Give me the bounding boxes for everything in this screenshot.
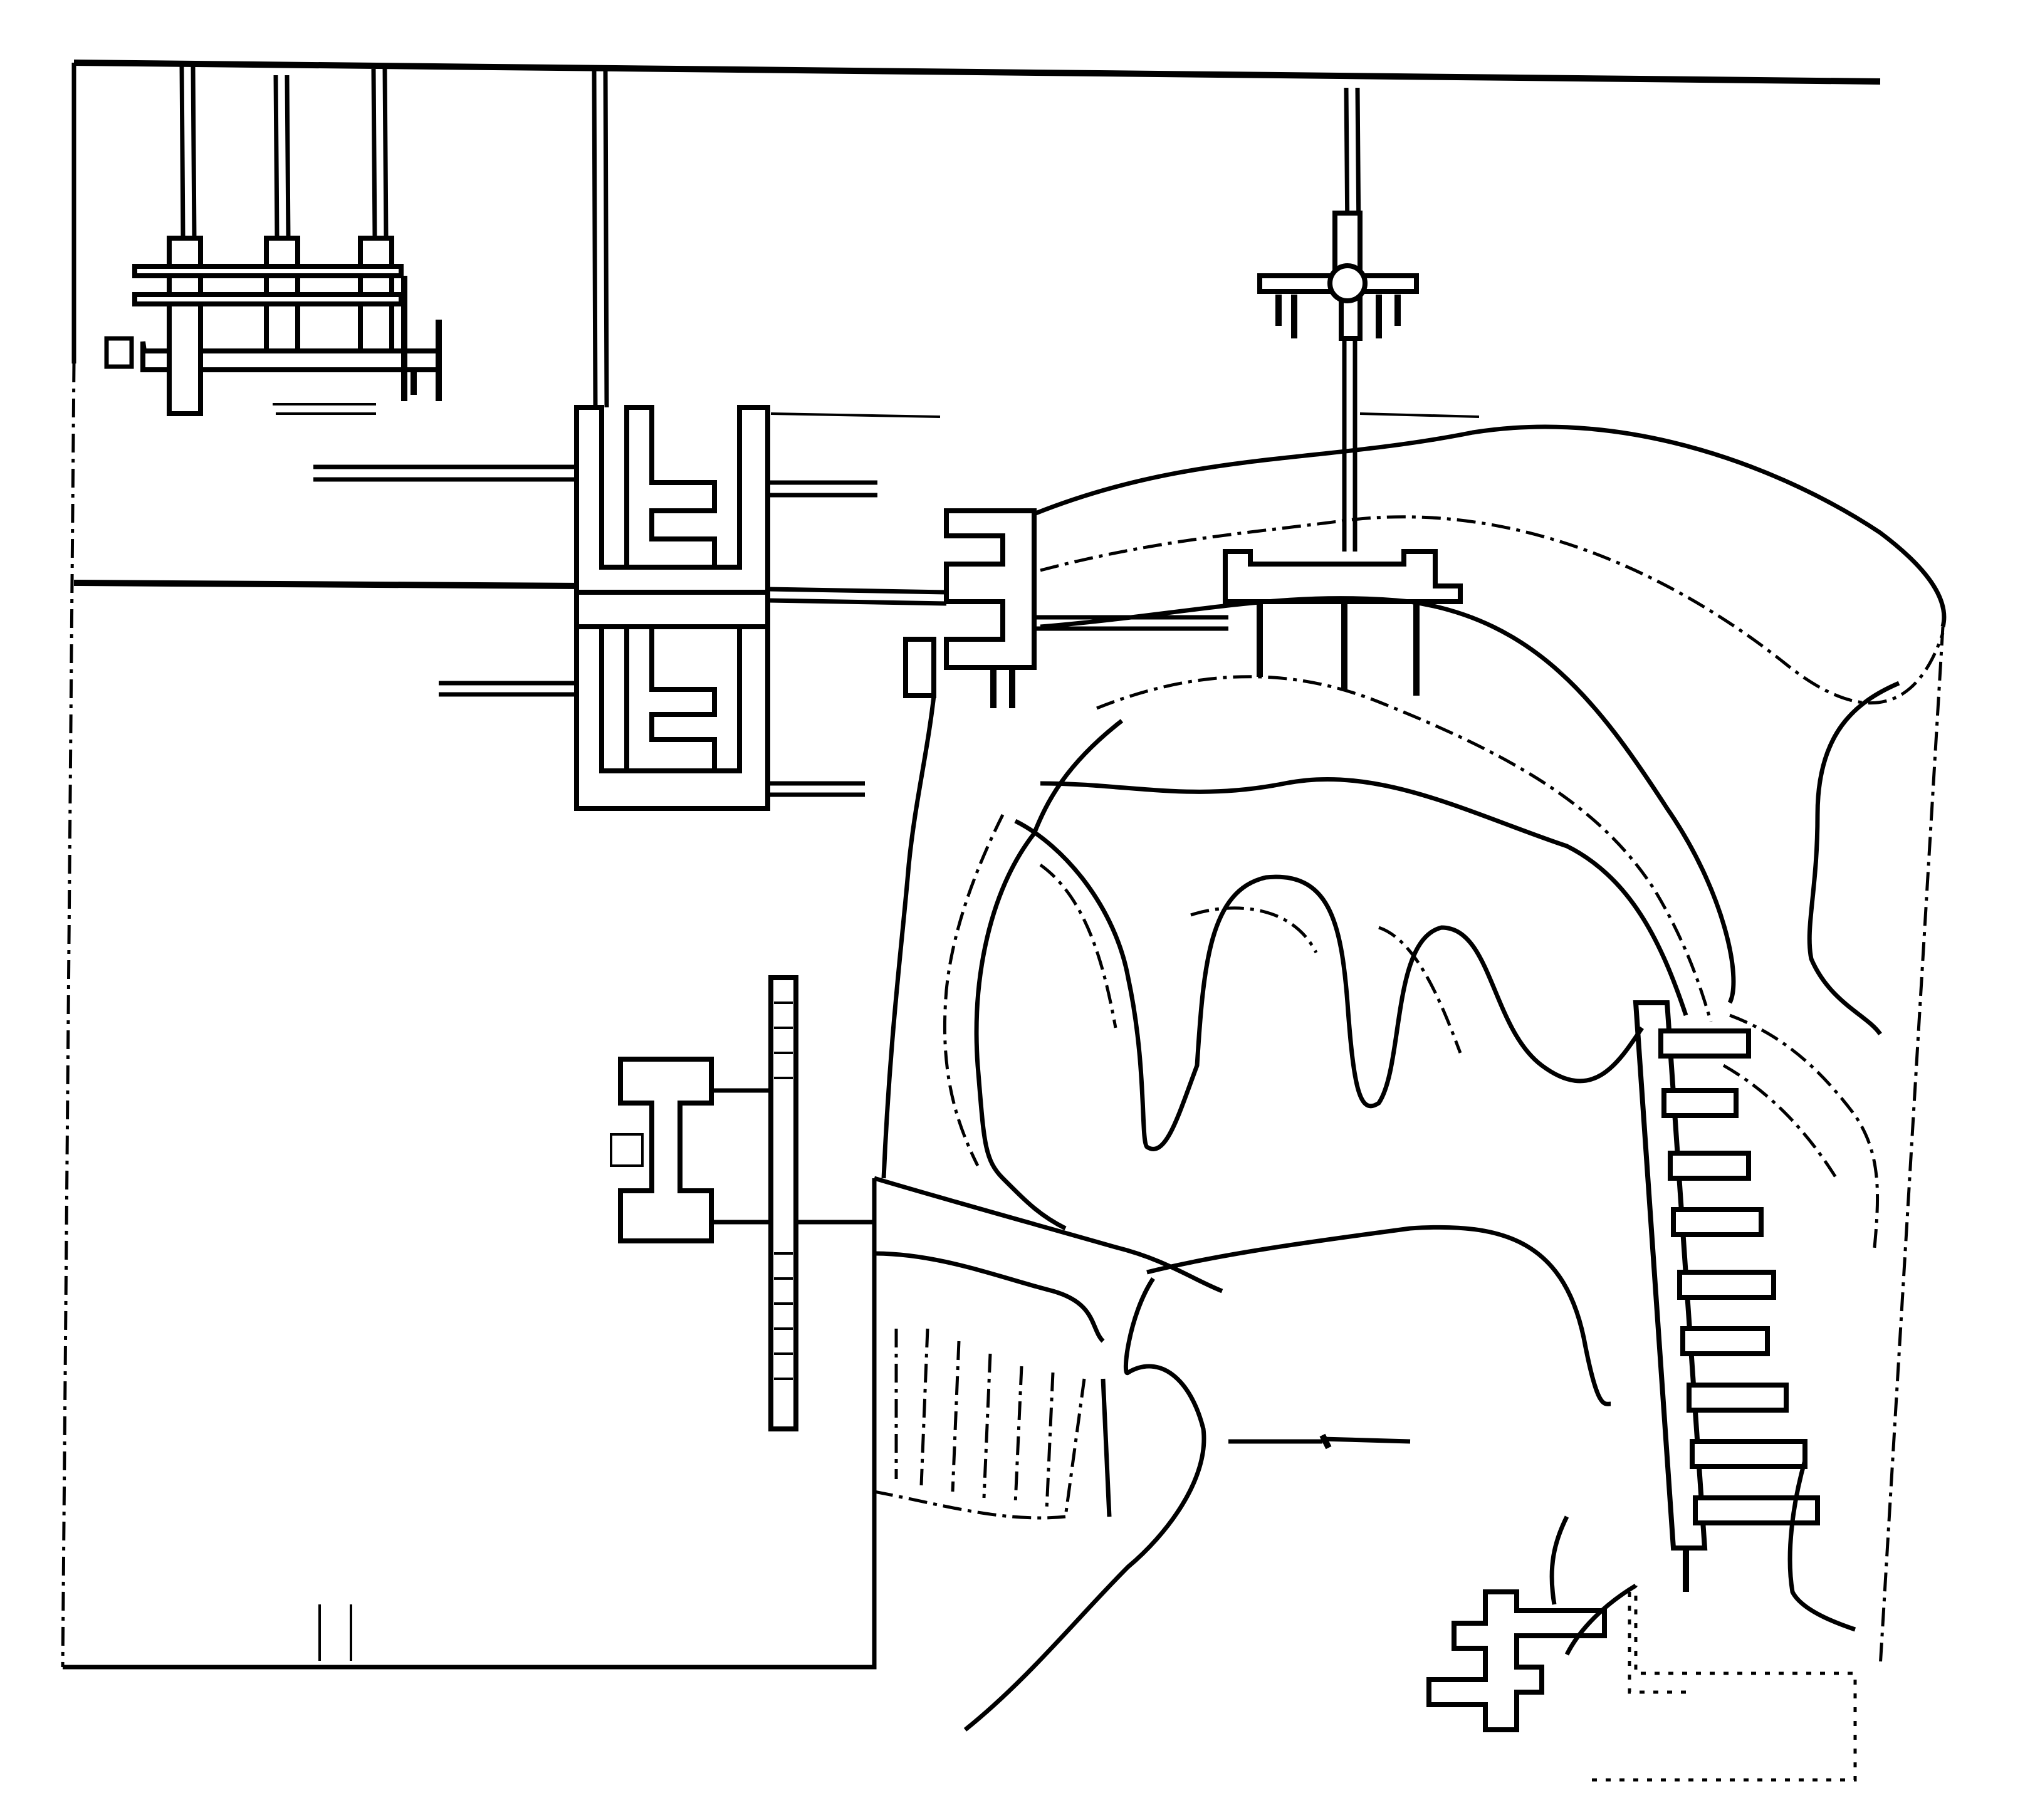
building-w-bar-ticks: [774, 1002, 793, 1380]
building-se-cross: [1426, 1589, 1607, 1732]
road-east-lower: [768, 781, 865, 797]
road-3: [371, 68, 389, 239]
building-group-southeast: [1426, 1589, 1607, 1732]
contour-east-3: [1787, 1460, 1856, 1632]
building-w-links: [711, 1088, 777, 1225]
building-group-east: [1633, 1000, 1820, 1592]
valley-floor-3: [1146, 1225, 1611, 1406]
building-e-rungs: [1658, 1028, 1820, 1525]
terraced-field: [874, 1328, 1086, 1520]
building-c-lower-frame: [574, 624, 770, 811]
boundary-left-lower: [61, 363, 76, 1668]
building-c-connector: [574, 590, 770, 629]
contour-hill-4: [1096, 675, 1713, 1022]
contour-valley-2: [1039, 863, 1462, 1054]
road-4: [592, 68, 609, 408]
building-stream-main: [944, 508, 1037, 670]
contour-east-2: [1722, 1013, 1880, 1254]
building-nw-wing-1: [167, 236, 203, 416]
contour-east-1: [1807, 681, 1900, 1036]
building-ne-legs: [1275, 295, 1401, 338]
valley-floor-2: [874, 1251, 1105, 1343]
building-ne-hub: [1327, 263, 1368, 303]
road-link: [767, 587, 947, 606]
contour-ridge-2: [1040, 515, 1945, 705]
road-1: [179, 65, 197, 239]
contour-hill-5: [1040, 777, 1688, 1017]
building-ne-stem: [1342, 338, 1358, 552]
boundary-top: [73, 60, 1881, 85]
building-w-stair: [610, 1133, 644, 1167]
building-nw-annex: [104, 336, 134, 369]
site-boundary: [61, 60, 1945, 1782]
valley-floor-1: [874, 1176, 1223, 1294]
contour-hill-3: [1040, 596, 1736, 1004]
contour-valley-1: [1014, 818, 1644, 1151]
road-east-upper: [768, 480, 877, 498]
building-group-stream: [903, 508, 1037, 708]
building-nw-posts: [401, 276, 442, 401]
boundary-cross-line: [73, 580, 583, 589]
building-stream-piers: [990, 667, 1015, 708]
road-west-upper: [313, 464, 583, 482]
boundary-right: [1878, 626, 1945, 1668]
survey-line: [1628, 1592, 1692, 1694]
access-roads: [179, 65, 1480, 797]
stream-main: [881, 695, 936, 1179]
building-group-west: [610, 975, 874, 1431]
building-stream-annex: [903, 637, 936, 698]
building-group-northeast: [1223, 211, 1463, 696]
building-w-h-block: [618, 1057, 714, 1243]
gate-marks: [318, 1604, 352, 1661]
stream-bank-west: [943, 813, 1005, 1167]
building-group-central: [574, 405, 770, 811]
river-outline: [963, 1277, 1206, 1732]
building-c-lower-core: [624, 624, 717, 773]
bearing-tick: [1319, 1433, 1332, 1450]
road-2: [273, 75, 291, 239]
contour-south: [1549, 1515, 1637, 1656]
building-group-northwest: [104, 236, 442, 416]
building-ne-base-legs: [1257, 602, 1420, 696]
center-marker: [1228, 1433, 1411, 1450]
spur-1: [770, 412, 941, 418]
road-west-lower: [439, 681, 583, 697]
terrain-contours: [874, 424, 1947, 1732]
terrace-edge: [1101, 1378, 1112, 1517]
bearing-line: [1228, 1436, 1411, 1444]
boundary-bottom-left: [63, 1178, 877, 1670]
contour-ridge-top: [1033, 424, 1947, 627]
building-c-upper-core: [624, 405, 717, 570]
building-nw-note: [273, 403, 376, 415]
spur-2: [1359, 412, 1480, 418]
building-w-long-bar: [768, 975, 798, 1431]
building-ne-base: [1223, 549, 1463, 604]
stream-bank-east: [974, 719, 1124, 1231]
